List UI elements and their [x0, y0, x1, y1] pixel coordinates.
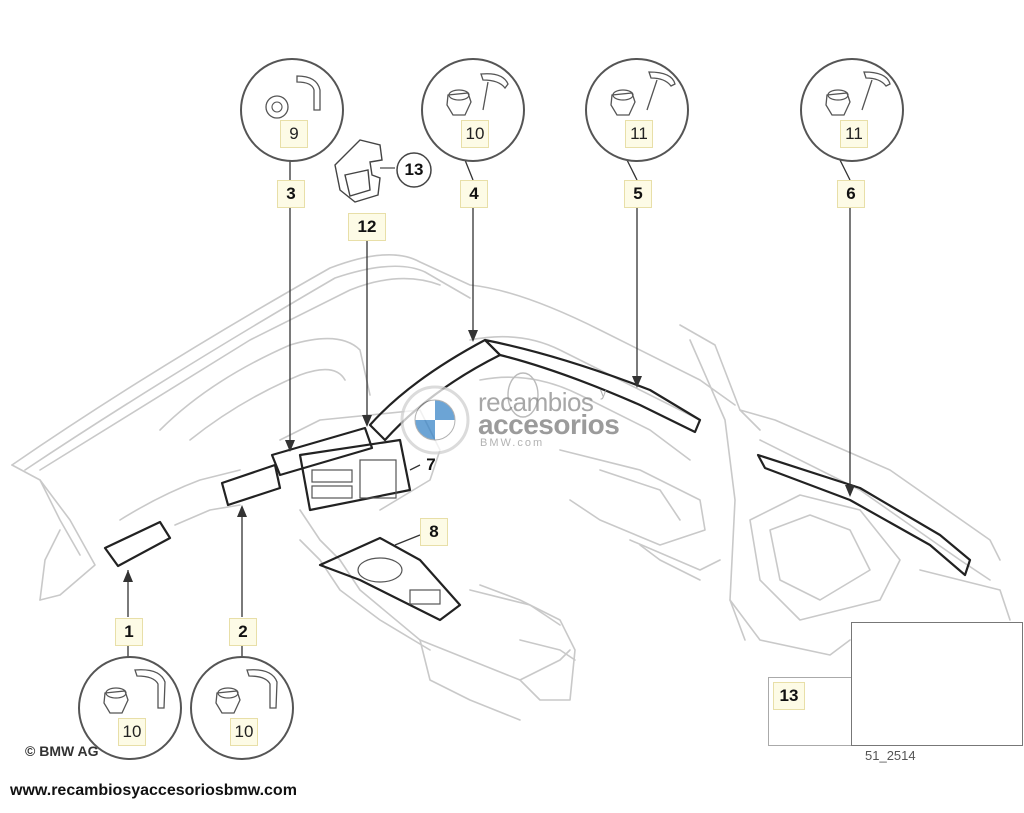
- detail-label-10-top: 10: [461, 120, 489, 148]
- clip-plug-icon: [825, 71, 891, 116]
- bracket-part-12: [334, 139, 383, 203]
- clip-round-icon: [265, 75, 321, 119]
- trim-strip-6: [756, 453, 972, 577]
- detail-label-10-bottom-right: 10: [230, 718, 258, 746]
- trim-panel-8: [318, 536, 462, 622]
- watermark-line2: accesorios: [478, 409, 620, 440]
- screw-detail-box: 13: [768, 677, 852, 746]
- callout-3: 3: [277, 180, 305, 208]
- footer-url: www.recambiosyaccesoriosbmw.com: [10, 782, 297, 799]
- detail-label-11-left: 11: [625, 120, 653, 148]
- trim-strip-1: [103, 520, 172, 568]
- detail-circle-9: 9: [240, 58, 344, 162]
- part-13-circle: [396, 152, 432, 188]
- figure-id: 51_2514: [865, 748, 916, 763]
- trim-strip-2: [220, 463, 282, 507]
- detail-label-11-right: 11: [840, 120, 868, 148]
- clip-plug-icon: [610, 71, 676, 116]
- bmw-logo-icon: [400, 385, 470, 455]
- callout-7: 7: [426, 455, 436, 474]
- detail-circle-10-bottom-right: 10: [190, 656, 294, 760]
- trim-panel-7: [298, 438, 412, 512]
- callout-2: 2: [229, 618, 257, 646]
- trim-strip-5: [483, 338, 702, 434]
- clip-plug-icon: [215, 669, 278, 714]
- watermark-line3: BMW.com: [480, 437, 545, 449]
- detail-label-10-bottom-left: 10: [118, 718, 146, 746]
- callout-5: 5: [624, 180, 652, 208]
- callout-4: 4: [460, 180, 488, 208]
- detail-circle-11-left: 11: [585, 58, 689, 162]
- copyright-text: © BMW AG: [25, 743, 99, 759]
- callout-6: 6: [837, 180, 865, 208]
- air-vent: [507, 372, 539, 418]
- detail-circle-10-bottom-left: 10: [78, 656, 182, 760]
- clip-plug-icon: [103, 669, 166, 714]
- callout-8: 8: [420, 518, 448, 546]
- screw-label-13: 13: [773, 682, 805, 710]
- detail-label-9: 9: [280, 120, 308, 148]
- vehicle-inset-box: [851, 622, 1023, 746]
- clip-plug-icon: [446, 73, 509, 116]
- watermark-line1-suffix: y: [600, 385, 607, 400]
- callout-12: 12: [348, 213, 386, 241]
- callout-1: 1: [115, 618, 143, 646]
- trim-strip-3: [270, 426, 374, 477]
- watermark: recambios y accesorios BMW.com: [400, 385, 660, 455]
- detail-circle-10-top: 10: [421, 58, 525, 162]
- detail-circle-11-right: 11: [800, 58, 904, 162]
- callout-13: 13: [404, 160, 424, 179]
- watermark-line1: recambios: [478, 387, 594, 417]
